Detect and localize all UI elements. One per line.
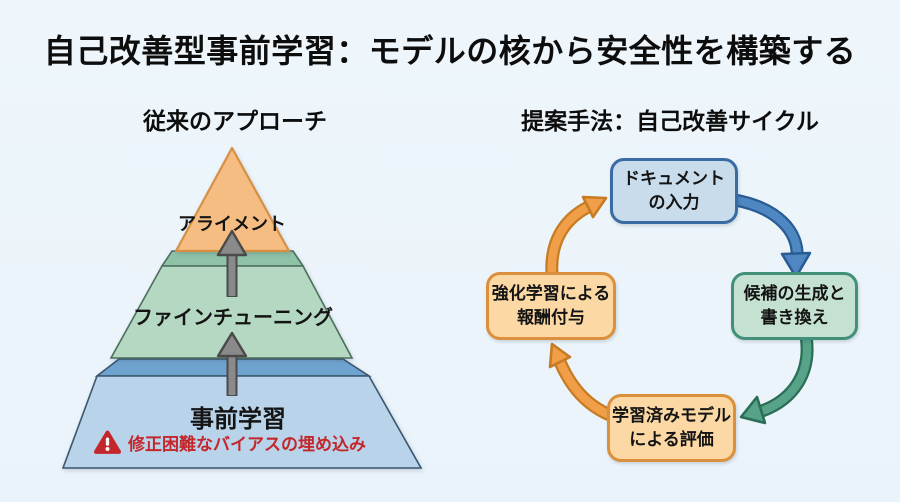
pretraining-warning: 修正困難なバイアスの埋め込み xyxy=(72,430,388,455)
pyramid-label-finetuning: ファインチューニング xyxy=(133,307,333,329)
slide-title: 自己改善型事前学習：モデルの核から安全性を構築する xyxy=(43,33,857,69)
pyramid-label-pretraining: 事前学習 xyxy=(190,406,286,433)
cycle-step-document-input: ドキュメント の入力 xyxy=(610,158,738,224)
cycle-step-label: 強化学習による 報酬付与 xyxy=(491,284,611,327)
pyramid-label-alignment: アライメント xyxy=(178,214,286,234)
arrow-evaluation-to-reward xyxy=(548,342,615,423)
arrow-generation-to-evaluation xyxy=(739,334,814,425)
right-panel-heading: 提案手法：自己改善サイクル xyxy=(521,108,819,134)
gray-up-arrow-lower xyxy=(216,331,248,396)
gray-up-arrow-upper xyxy=(216,229,248,297)
warning-text: 修正困難なバイアスの埋め込み xyxy=(128,435,366,454)
cycle-step-model-evaluation: 学習済みモデル による評価 xyxy=(607,394,736,462)
left-panel-heading: 従来のアプローチ xyxy=(143,108,327,134)
cycle-step-label: ドキュメント の入力 xyxy=(623,169,725,212)
cycle-step-candidate-generation: 候補の生成と 書き換え xyxy=(731,272,858,340)
arrow-reward-to-input xyxy=(545,195,608,275)
cycle-step-label: 学習済みモデル による評価 xyxy=(612,406,731,449)
cycle-step-rl-reward: 強化学習による 報酬付与 xyxy=(486,272,616,340)
cycle-step-label: 候補の生成と 書き換え xyxy=(743,284,846,327)
warning-triangle-icon xyxy=(94,430,121,454)
arrow-input-to-generation xyxy=(733,193,812,279)
pyramid-layer-pretraining-shape xyxy=(61,358,423,469)
